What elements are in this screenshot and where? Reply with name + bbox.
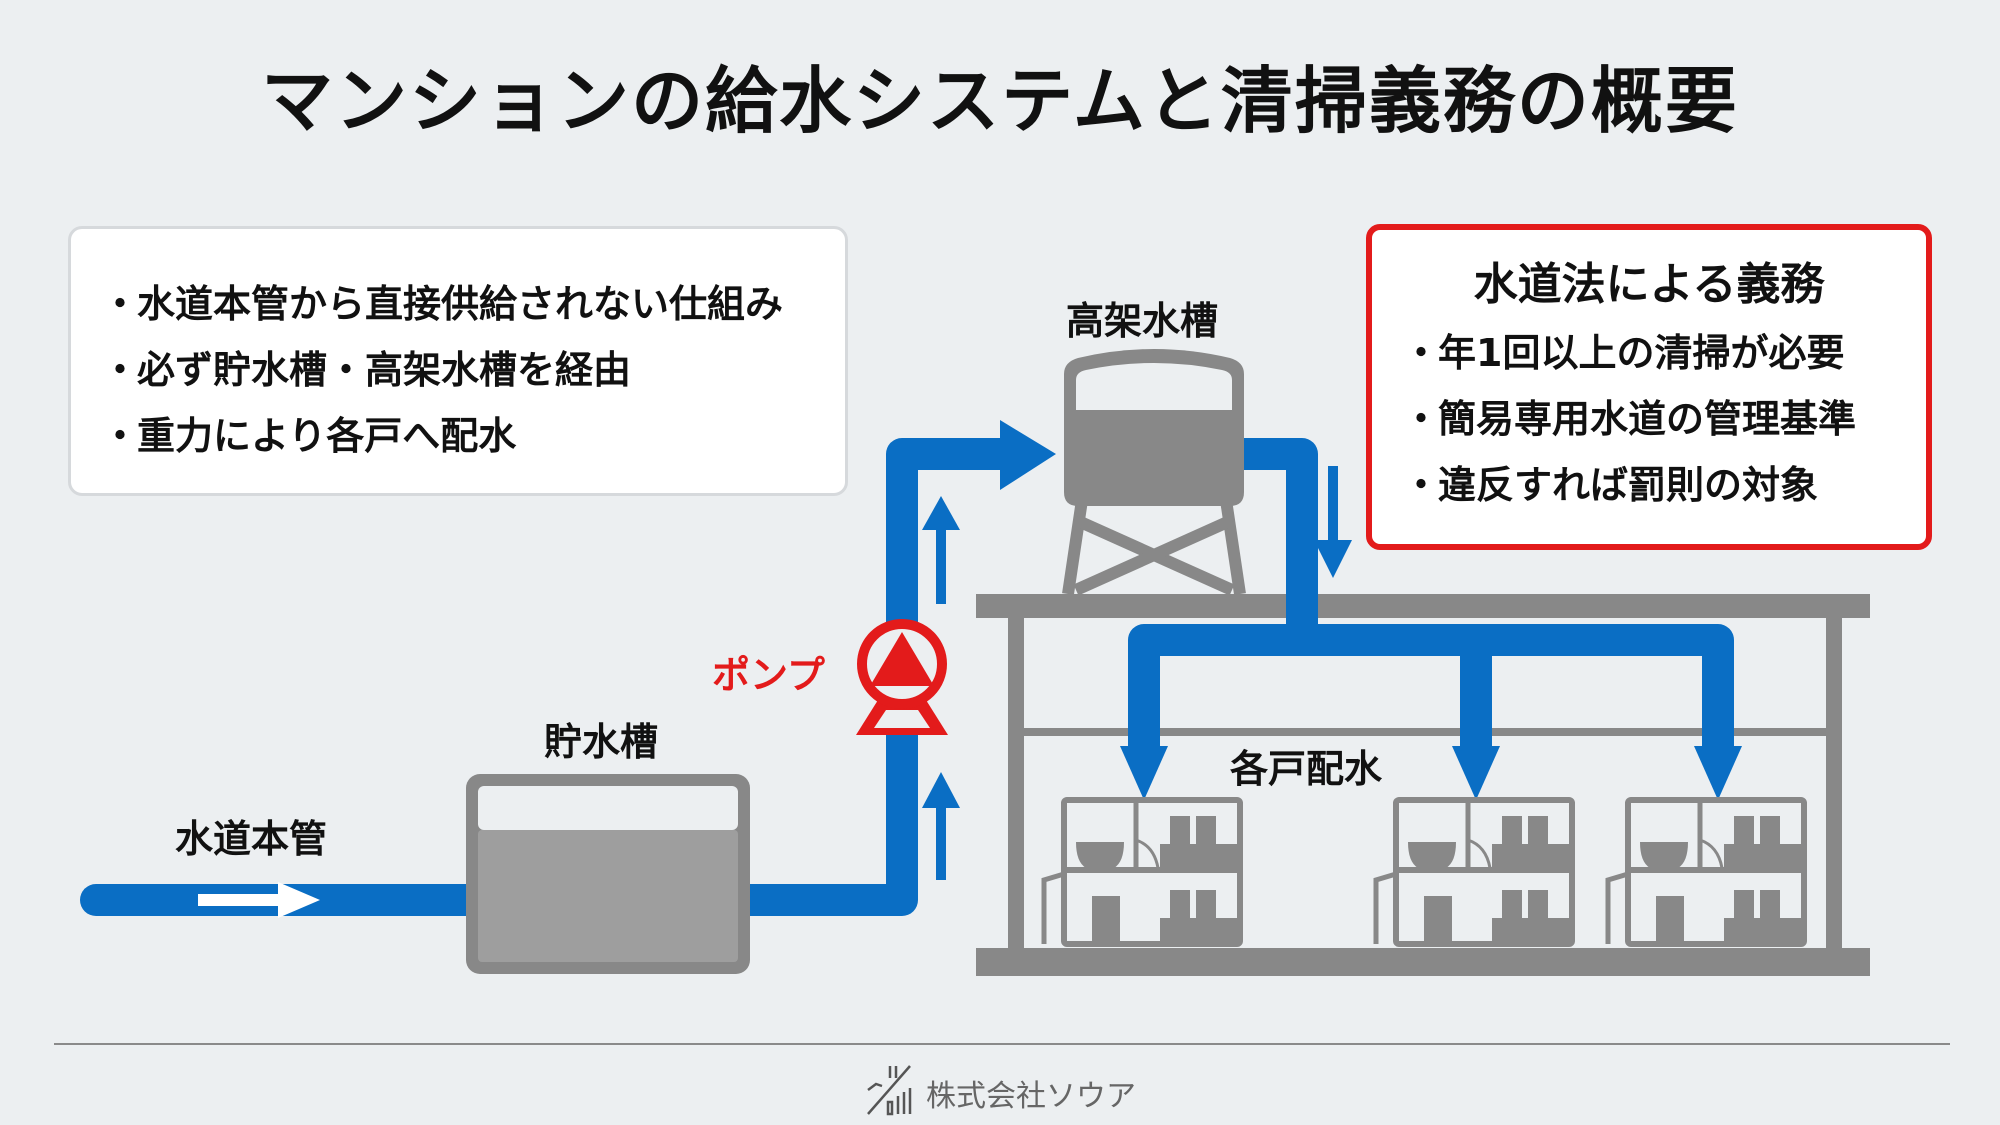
- dwelling-unit-icon: [1373, 797, 1575, 947]
- roof-slab: [976, 594, 1870, 618]
- arrow-down-icon: [1452, 746, 1500, 800]
- building-right-wall: [1826, 618, 1842, 948]
- arrow-up-icon: [922, 772, 960, 880]
- overview-item-text: 必ず貯水槽・高架水槽を経由: [137, 348, 632, 392]
- bullet: ・: [1402, 463, 1441, 507]
- arrow-down-icon: [1694, 746, 1742, 800]
- law-item-text: 違反すれば罰則の対象: [1438, 463, 1819, 507]
- branch-pipe-3: [1302, 624, 1734, 760]
- bullet: ・: [101, 348, 140, 392]
- building: [976, 594, 1870, 976]
- law-item: ・簡易専用水道の管理基準: [1402, 386, 1926, 452]
- footer: 株式会社ソウア: [0, 1062, 2000, 1124]
- overview-item: ・必ず貯水槽・高架水槽を経由: [101, 337, 845, 403]
- law-box-heading: 水道法による義務: [1473, 259, 1825, 310]
- down-pipe: [1244, 438, 1318, 656]
- elevated-tank: [1062, 349, 1246, 596]
- main-pipe-label: 水道本管: [175, 817, 327, 861]
- company-logo-icon: [864, 1062, 918, 1124]
- law-item-text: 年1回以上の清掃が必要: [1438, 331, 1845, 375]
- overview-item: ・水道本管から直接供給されない仕組み: [101, 271, 845, 337]
- overview-item-text: 水道本管から直接供給されない仕組み: [137, 282, 784, 326]
- system-overview-card: ・水道本管から直接供給されない仕組み ・必ず貯水槽・高架水槽を経由 ・重力により…: [68, 226, 848, 496]
- law-item: ・違反すれば罰則の対象: [1402, 452, 1926, 518]
- arrow-up-icon: [922, 496, 960, 604]
- floor-line: [1024, 728, 1826, 736]
- storage-tank: [466, 774, 750, 974]
- building-left-wall: [1008, 618, 1024, 948]
- arrow-right-icon: [1000, 420, 1056, 490]
- overview-item: ・重力により各戸へ配水: [101, 403, 845, 469]
- water-supply-diagram: 水道本管 貯水槽 ポンプ 高架水槽 各戸配水: [80, 299, 1870, 976]
- law-item-text: 簡易専用水道の管理基準: [1438, 397, 1857, 441]
- dwelling-units: [1041, 797, 1807, 947]
- bullet: ・: [1402, 331, 1441, 375]
- distribution-label: 各戸配水: [1230, 747, 1383, 791]
- overview-item-text: 重力により各戸へ配水: [137, 414, 517, 458]
- flow-arrows: [198, 420, 1742, 918]
- dwelling-unit-icon: [1605, 797, 1807, 947]
- bullet: ・: [1402, 397, 1441, 441]
- water-law-obligations-box: 水道法による義務 ・年1回以上の清掃が必要 ・簡易専用水道の管理基準 ・違反すれ…: [1366, 224, 1932, 550]
- branch-pipe-1: [1128, 624, 1302, 760]
- arrow-down-icon: [1120, 746, 1168, 800]
- bullet: ・: [101, 282, 140, 326]
- dwelling-unit-icon: [1041, 797, 1243, 947]
- arrow-down-icon: [1314, 466, 1352, 578]
- bullet: ・: [101, 414, 140, 458]
- arrow-right-icon: [198, 882, 320, 918]
- company-name: 株式会社ソウア: [926, 1079, 1136, 1114]
- page-title: マンションの給水システムと清掃義務の概要: [261, 59, 1739, 143]
- ground-slab: [976, 948, 1870, 976]
- pump-label: ポンプ: [712, 653, 825, 697]
- footer-divider: [54, 1043, 1950, 1045]
- pump-icon: [856, 619, 948, 735]
- elevated-tank-label: 高架水槽: [1066, 299, 1218, 343]
- storage-tank-label: 貯水槽: [544, 720, 658, 764]
- law-item: ・年1回以上の清掃が必要: [1402, 320, 1926, 386]
